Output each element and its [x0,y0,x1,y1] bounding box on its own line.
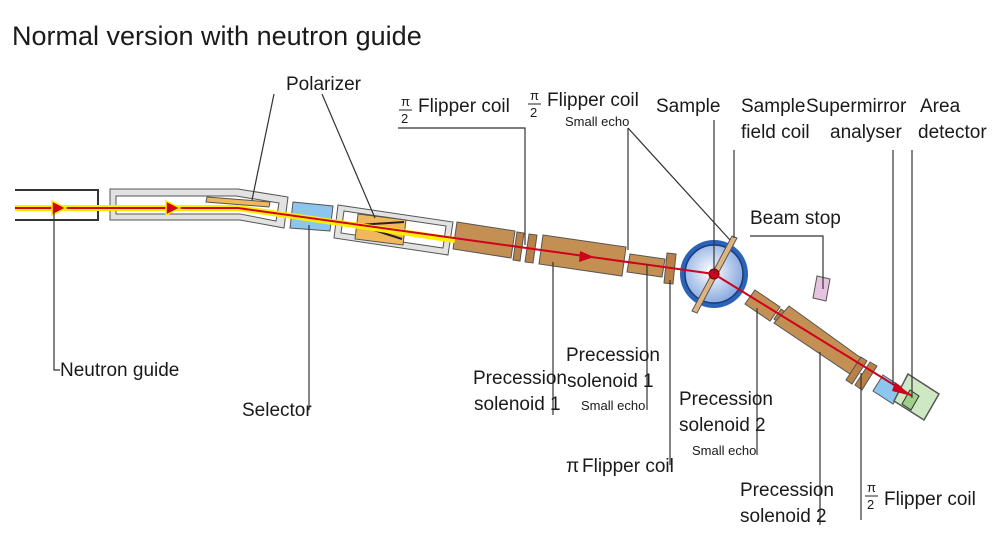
svg-text:2: 2 [401,111,408,126]
beam-stop [812,275,831,302]
label-pi-flipper-pi: π [566,456,579,477]
svg-text:2: 2 [530,105,537,120]
svg-text:Flipper coil: Flipper coil [884,489,976,510]
neutron-beam [15,199,913,397]
svg-text:π: π [530,88,539,103]
svg-text:2: 2 [867,497,874,512]
label-precession-1-small-b: solenoid 1 [567,371,654,392]
label-precession-2b: solenoid 2 [740,506,827,527]
label-flipper-half-3: π 2 Flipper coil [865,480,976,512]
label-sample-field-coil: Sample [741,96,805,117]
polarizer-mirror-1 [205,196,271,208]
precession-solenoid-2 [773,305,862,375]
label-flipper-half-1: π 2 Flipper coil [399,94,510,126]
label-sample: Sample [656,96,720,117]
diagram-title: Normal version with neutron guide [12,21,422,51]
label-precession-1b: solenoid 1 [474,394,561,415]
svg-text:π: π [867,480,876,495]
precession-solenoid-2-small-echo [744,289,781,322]
svg-text:Small echo: Small echo [565,114,629,129]
label-sample-field-coil-2: field coil [741,122,810,143]
label-precession-2-small: Precession [679,389,773,410]
svg-text:π: π [401,94,410,109]
label-flipper-half-2: π 2 Flipper coil Small echo [528,88,639,129]
label-precession-2-small-b: solenoid 2 [679,415,766,436]
flipper-coil-half-3a [845,356,868,385]
label-supermirror: Supermirror [806,96,907,117]
beam-arrow-icon [579,251,594,262]
label-precession-1-small-c: Small echo [581,398,645,413]
svg-text:Flipper coil: Flipper coil [547,90,639,111]
label-selector: Selector [242,400,312,421]
beam-arrow-icon [165,199,182,217]
label-area-detector-2: detector [918,122,987,143]
beam-arrow-icon [892,382,912,396]
label-polarizer: Polarizer [286,74,362,95]
leader-lines [53,93,913,525]
label-precession-2: Precession [740,480,834,501]
label-beam-stop: Beam stop [750,208,841,229]
label-neutron-guide: Neutron guide [60,360,179,381]
label-precession-1-small: Precession [566,345,660,366]
beam-arrow-icon [51,199,68,217]
svg-text:Flipper coil: Flipper coil [418,96,510,117]
label-pi-flipper: Flipper coil [582,456,674,477]
label-precession-2-small-c: Small echo [692,443,756,458]
label-supermirror-2: analyser [830,122,902,143]
label-precession-1: Precession [473,368,567,389]
label-area-detector: Area [920,96,961,117]
